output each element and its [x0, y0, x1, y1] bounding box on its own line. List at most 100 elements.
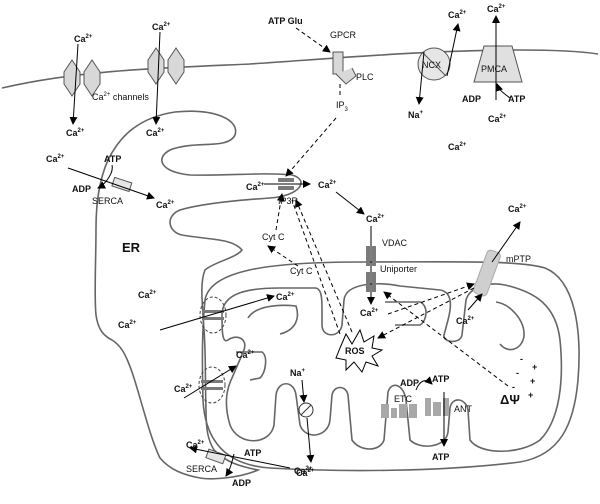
arrow-serca-top-atp [97, 164, 113, 189]
arrow-mptp-ca-out [491, 221, 521, 263]
serca-bottom-ca-cyto-label: Ca2+ [294, 466, 313, 476]
uniporter-channel [366, 272, 376, 292]
ncx-na-label: Na+ [408, 110, 424, 120]
etc-adp-label: ADP [400, 378, 419, 388]
mptp-label: mPTP [506, 254, 531, 264]
arrow-contact-1 [159, 294, 275, 331]
arrow-pmca-atp [495, 83, 511, 99]
ip3-label: IP3 [336, 100, 349, 113]
dash-ros-to-ip3r [295, 199, 353, 333]
ligand-label: ATP Glu [268, 16, 303, 26]
etc-label: ETC [394, 394, 413, 404]
plus-sign-2: + [530, 376, 535, 386]
atp-out-label: ATP [432, 452, 449, 462]
ros-burst [335, 328, 384, 373]
arrow-ca-channel-2 [152, 31, 161, 125]
mitochondrion-inner-membrane [221, 283, 563, 453]
mptp-pore [473, 249, 501, 297]
serca-top-ca-in-label: Ca2+ [46, 154, 65, 164]
arrow-cytc-out [267, 245, 299, 267]
arrow-ca-to-vdac [335, 191, 365, 215]
ant-label: ANT [454, 404, 473, 414]
arrow-cytc-up [275, 193, 285, 231]
arrow-ip3-to-ip3r [285, 117, 337, 177]
contact-2-ca-er-label: Ca2+ [174, 384, 193, 394]
etc-atp-label: ATP [432, 374, 449, 384]
crista-3 [495, 301, 525, 351]
arrow-ncx-na-in [415, 51, 425, 105]
arrow-serca-bottom-ca [189, 445, 291, 469]
mptp-ca-out-label: Ca2+ [508, 204, 527, 214]
serca-top-adp-label: ADP [72, 184, 91, 194]
dash-ros-to-ip3r-2 [291, 199, 341, 335]
serca-bottom-atp-label: ATP [244, 448, 261, 458]
serca-pump-bottom [205, 448, 227, 465]
serca-bottom-label: SERCA [186, 464, 217, 474]
cytc-label-upper: Cyt C [262, 232, 285, 242]
ip3r-ca-left-label: Ca2+ [246, 182, 265, 192]
crista-2 [385, 301, 427, 326]
arrow-ncx-ca-out [446, 23, 461, 77]
ca-channels-label: Ca2+ channels [92, 92, 149, 102]
crista-4 [236, 351, 267, 381]
pmca-ca-top-label: Ca2+ [487, 4, 506, 14]
minus-sign-2: - [516, 368, 519, 378]
ncx-label: NCX [422, 60, 441, 70]
minus-sign-1: - [520, 354, 523, 364]
er-mito-contact-1 [199, 296, 227, 334]
uniporter-label: Uniporter [380, 264, 417, 274]
vdac-channel [366, 246, 376, 266]
vdac-label: VDAC [382, 238, 408, 248]
plus-sign-1: + [532, 362, 537, 372]
contact-1-ca-label: Ca2+ [276, 292, 295, 302]
crista-1 [247, 304, 299, 335]
ca-channel-2 [147, 47, 185, 85]
ip3r-label: IP3R [278, 196, 299, 206]
gpcr-label: GPCR [330, 30, 357, 40]
arrow-serca-bottom-atp [225, 453, 235, 477]
er-ca-label-2: Ca2+ [118, 320, 137, 330]
cytc-label-lower: Cyt C [290, 266, 313, 276]
plc-label: PLC [356, 72, 374, 82]
ca-label-cyto-2: Ca2+ [146, 128, 165, 138]
serca-bottom-adp-label: ADP [232, 478, 251, 488]
mito-nclx-ca-label: Ca2+ [296, 468, 315, 478]
ant-transporter [425, 398, 449, 416]
ca-label-top-1: Ca2+ [74, 34, 93, 44]
contact-2-ca-label: Ca2+ [236, 350, 255, 360]
pmca-pump [473, 45, 523, 83]
uniporter-ca-label: Ca2+ [360, 308, 379, 318]
mptp-ca-in-label: Ca2+ [456, 316, 475, 326]
minus-sign-3: - [512, 382, 515, 392]
arrow-contact-2 [183, 365, 237, 399]
etc-complex [381, 404, 417, 418]
er-mito-contact-2 [198, 366, 226, 404]
plus-sign-3: + [528, 390, 533, 400]
ip3r-ca-right-label: Ca2+ [318, 180, 337, 190]
plasma-membrane [1, 49, 599, 89]
dash-deltapsi-to-uniporter [383, 291, 509, 387]
pmca-adp-label: ADP [462, 94, 481, 104]
dash-ca-to-mptp [387, 282, 475, 315]
ip3r-channel [278, 178, 294, 190]
arrow-ligand-to-gpcr [295, 27, 331, 53]
er-membrane [94, 110, 302, 480]
ca-label-cyto-1: Ca2+ [66, 128, 85, 138]
arrow-nclx-ca [306, 417, 315, 463]
arrow-serca-top-ca [67, 167, 155, 200]
er-label: ER [122, 240, 141, 255]
pmca-label: PMCA [481, 64, 507, 74]
ca-channel-1 [63, 59, 101, 97]
pmca-ca-bottom-label: Ca2+ [488, 114, 507, 124]
arrow-mptp-ca-in [467, 293, 483, 311]
er-ca-label-1: Ca2+ [138, 290, 157, 300]
ncx-ca-label: Ca2+ [448, 10, 467, 20]
pmca-atp-label: ATP [508, 94, 525, 104]
ca-label-top-2: Ca2+ [152, 22, 171, 32]
arrow-adp-to-atp [415, 376, 433, 391]
mitochondrion-outer-membrane [201, 260, 580, 472]
vdac-ca-label: Ca2+ [366, 214, 385, 224]
ros-label: ROS [345, 346, 365, 356]
